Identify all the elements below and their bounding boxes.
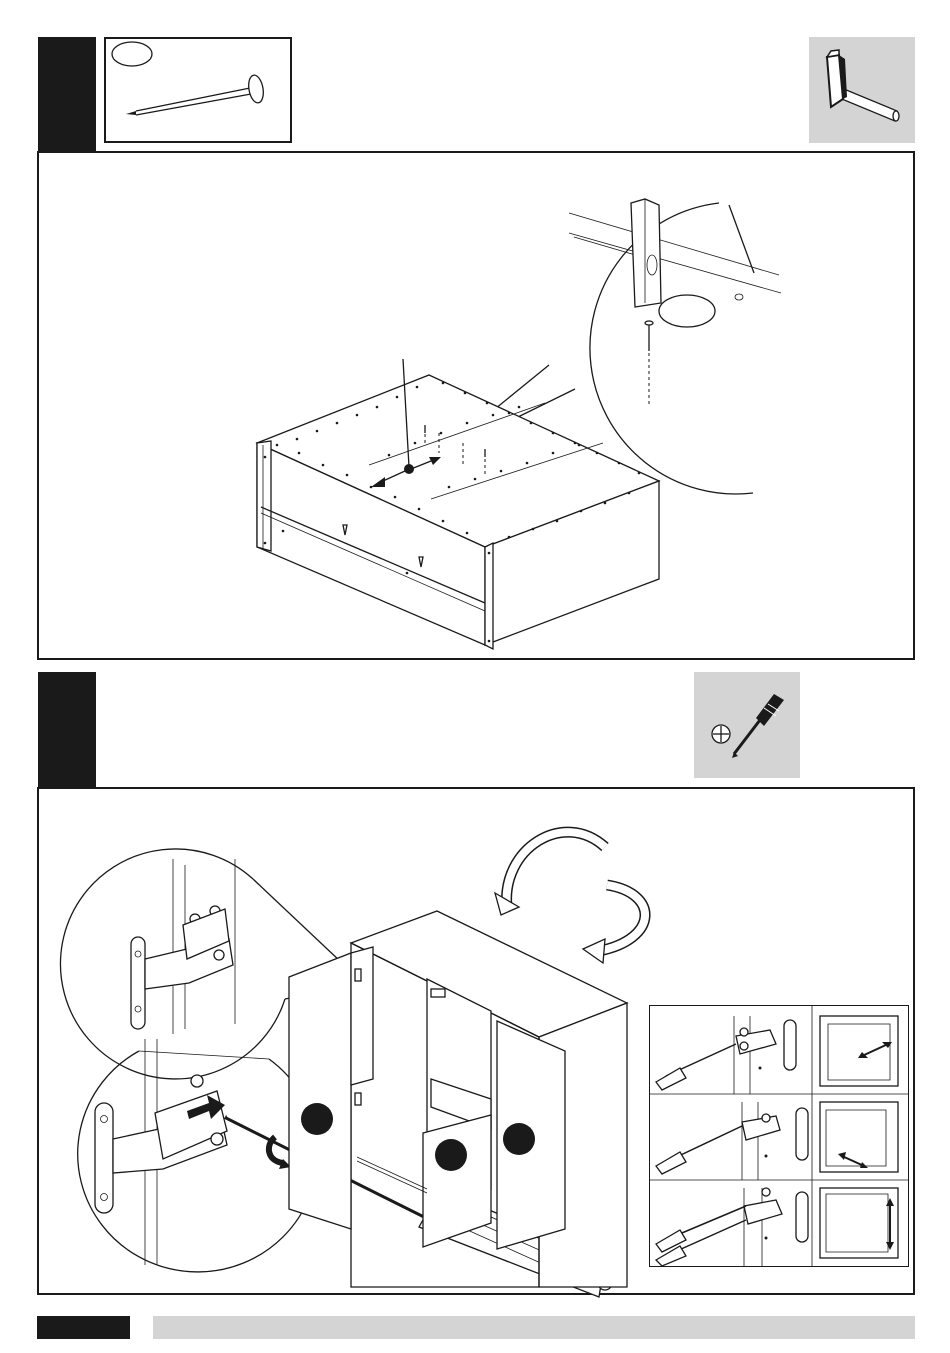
footer-bar bbox=[153, 1316, 915, 1339]
page-number-block bbox=[37, 1316, 130, 1339]
door-dot-right bbox=[503, 1123, 535, 1155]
depth-adjustment-row bbox=[656, 1016, 898, 1094]
flip-arrows-icon bbox=[495, 832, 645, 963]
nail-icon bbox=[106, 39, 294, 145]
step-1-parts-box bbox=[104, 37, 292, 143]
cabinet-back-panel-nailing bbox=[39, 153, 917, 662]
side-adjustment-row bbox=[656, 1102, 898, 1180]
step-1-tool-box bbox=[809, 37, 915, 143]
magnifier-circle-1 bbox=[590, 203, 753, 494]
step-1-illustration-panel bbox=[37, 151, 915, 660]
hammer-icon bbox=[809, 37, 915, 143]
height-adjustment-row bbox=[656, 1188, 898, 1266]
hinge-adjustment-inset bbox=[649, 1005, 909, 1267]
door-dot-left bbox=[301, 1103, 333, 1135]
door-dot-middle bbox=[435, 1139, 467, 1171]
phillips-screwdriver-icon bbox=[694, 672, 800, 778]
step-2-tool-box bbox=[694, 672, 800, 778]
